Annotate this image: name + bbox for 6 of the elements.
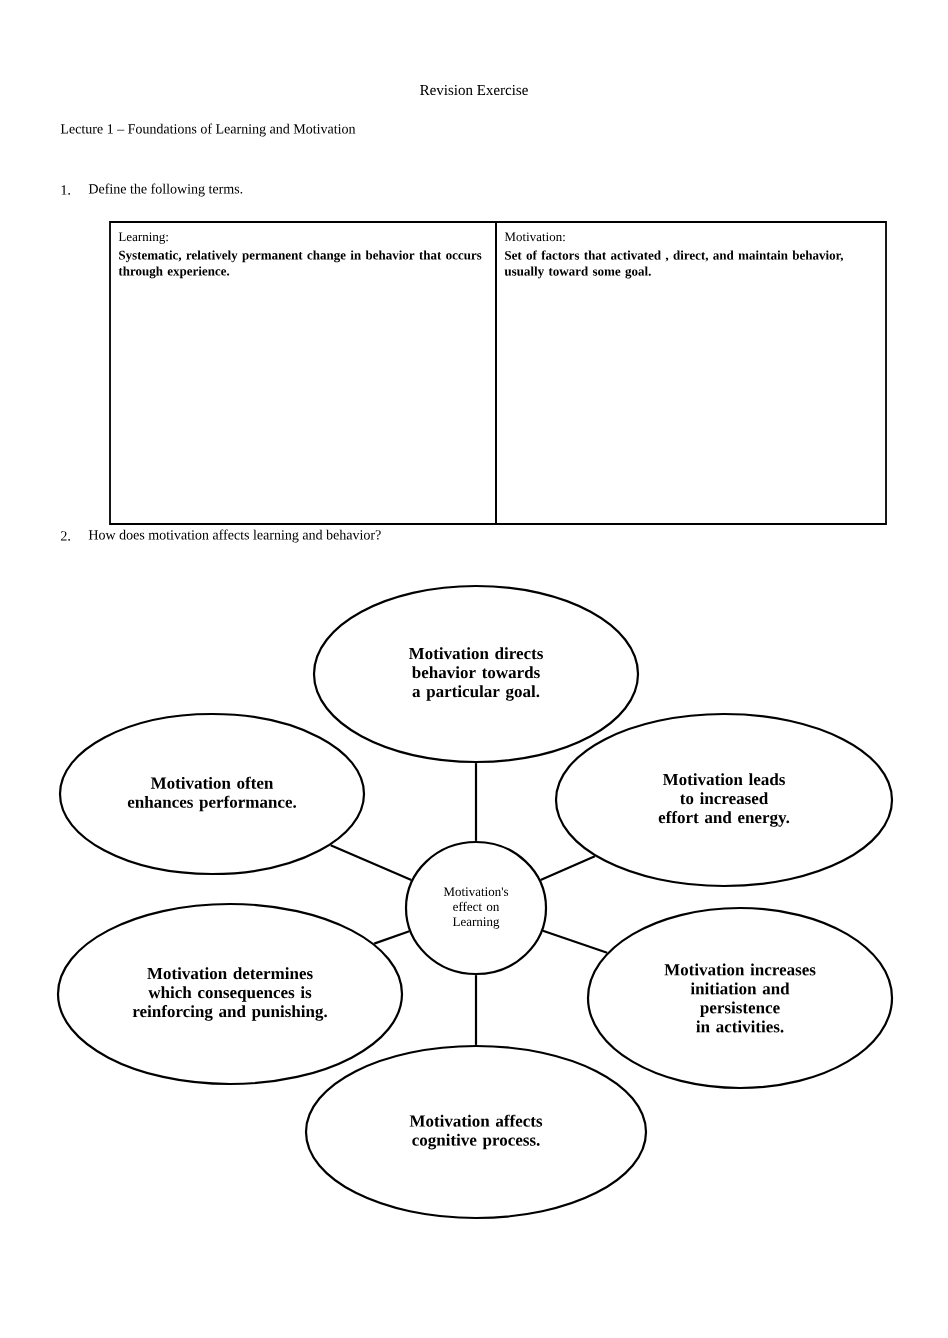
connector-line: [542, 929, 608, 954]
connector-line: [373, 930, 410, 945]
connector-line: [474, 975, 478, 1045]
connector-line: [474, 763, 478, 841]
connector-line: [540, 855, 596, 881]
connector-line: [330, 844, 412, 882]
